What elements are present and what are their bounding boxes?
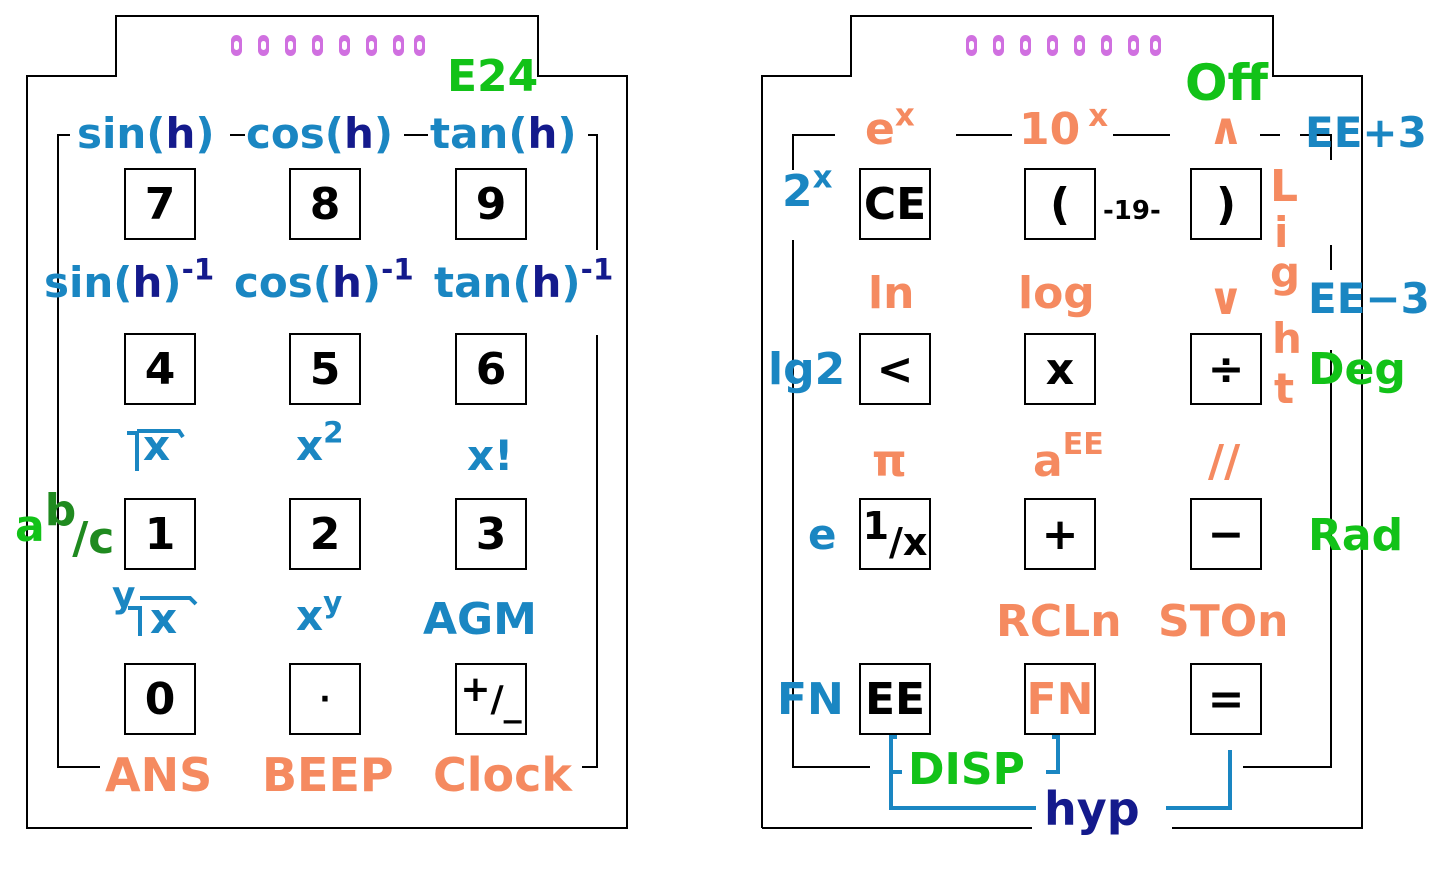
- indicator-dot: [1074, 35, 1085, 56]
- indicator-dot: [966, 35, 977, 56]
- key-ee[interactable]: EE: [859, 663, 931, 735]
- key-ce[interactable]: CE: [859, 168, 931, 240]
- agm-label: AGM: [423, 594, 537, 645]
- ans-label: ANS: [105, 748, 213, 802]
- atan-h-label: tan(h)-1: [434, 252, 614, 307]
- key-4[interactable]: 4: [124, 333, 196, 405]
- key-9[interactable]: 9: [455, 168, 527, 240]
- key-6[interactable]: 6: [455, 333, 527, 405]
- beep-label: BEEP: [262, 748, 394, 802]
- key-less-than[interactable]: <: [859, 333, 931, 405]
- key-reciprocal[interactable]: 1/x: [859, 498, 931, 570]
- x-power-y-label: xy: [296, 585, 343, 640]
- a-power-ee-label: aEE: [1033, 427, 1104, 487]
- log-label: log: [1018, 268, 1095, 319]
- disp-label: DISP: [908, 744, 1025, 795]
- disp-bracket: [889, 735, 1060, 774]
- key-left-paren[interactable]: (: [1024, 168, 1096, 240]
- sqrt-x-label: x: [125, 425, 185, 471]
- key-fn[interactable]: FN: [1024, 663, 1096, 735]
- indicator-dot: [231, 35, 242, 56]
- key-3[interactable]: 3: [455, 498, 527, 570]
- key-2[interactable]: 2: [289, 498, 361, 570]
- indicator-dot: [258, 35, 269, 56]
- indicator-dot: [312, 35, 323, 56]
- tan-h-label: tan(h): [430, 109, 577, 158]
- key-decimal-point[interactable]: ·: [289, 663, 361, 735]
- indicator-dot: [993, 35, 1004, 56]
- indicator-dot: [393, 35, 404, 56]
- radical-sign-icon: [127, 429, 185, 471]
- indicator-dot: [1101, 35, 1112, 56]
- cos-h-label: cos(h): [246, 109, 394, 158]
- lg2-label: lg2: [768, 344, 846, 395]
- left-panel-outline: [26, 15, 628, 829]
- rad-label: Rad: [1308, 510, 1404, 561]
- left-inner-bracket-left: [57, 134, 100, 768]
- asin-h-label: sin(h)-1: [44, 252, 215, 307]
- left-inner-bracket-right: [582, 134, 598, 768]
- floor-divide-label: //: [1208, 436, 1241, 487]
- e24-label: E24: [447, 51, 539, 102]
- indicator-dot: [414, 35, 425, 56]
- ee-plus-3-label: EE+3: [1305, 108, 1427, 157]
- sin-h-label: sin(h): [77, 109, 215, 158]
- key-plus[interactable]: +: [1024, 498, 1096, 570]
- fn-label: FN: [777, 674, 844, 725]
- fraction-abc-label: ab/c: [15, 485, 115, 564]
- rcln-label: RCLn: [996, 596, 1122, 647]
- logical-and-label: ∧: [1208, 104, 1244, 155]
- indicator-dot: [339, 35, 350, 56]
- ee-minus-3-label: EE−3: [1308, 274, 1430, 323]
- key-8[interactable]: 8: [289, 168, 361, 240]
- off-label: Off: [1185, 54, 1269, 112]
- indicator-dot: [285, 35, 296, 56]
- ln-label: ln: [868, 268, 915, 319]
- key-7[interactable]: 7: [124, 168, 196, 240]
- e-power-x-label: ex: [865, 97, 915, 155]
- e-constant-label: e: [808, 510, 837, 559]
- key-right-paren[interactable]: ): [1190, 168, 1262, 240]
- right-inner-frame: [792, 134, 1332, 768]
- deg-label: Deg: [1308, 344, 1406, 395]
- two-power-x-label: 2x: [782, 159, 833, 217]
- y-root-x-label: y x: [112, 578, 202, 640]
- key-divide[interactable]: ÷: [1190, 333, 1262, 405]
- ston-label: STOn: [1158, 596, 1289, 647]
- pi-label: π: [872, 436, 907, 487]
- logical-or-label: ∨: [1208, 274, 1244, 325]
- key-minus[interactable]: −: [1190, 498, 1262, 570]
- key-0[interactable]: 0: [124, 663, 196, 735]
- key-plus-minus[interactable]: +/_: [455, 663, 527, 735]
- hyp-bracket: [889, 750, 1232, 810]
- factorial-label: x!: [467, 431, 514, 480]
- acos-h-label: cos(h)-1: [234, 252, 414, 307]
- key-5[interactable]: 5: [289, 333, 361, 405]
- radical-sign-icon: [128, 596, 198, 636]
- indicator-dot: [1150, 35, 1161, 56]
- key-equals[interactable]: =: [1190, 663, 1262, 735]
- indicator-dot: [366, 35, 377, 56]
- clock-label: Clock: [433, 748, 572, 802]
- paren-depth-label: -19-: [1103, 196, 1161, 226]
- key-1[interactable]: 1: [124, 498, 196, 570]
- indicator-dot: [1020, 35, 1031, 56]
- hyp-label: hyp: [1044, 782, 1140, 836]
- x-squared-label: x2: [296, 415, 344, 470]
- indicator-dot: [1128, 35, 1139, 56]
- right-panel-outline: [761, 15, 1363, 829]
- key-multiply[interactable]: x: [1024, 333, 1096, 405]
- indicator-dot: [1047, 35, 1058, 56]
